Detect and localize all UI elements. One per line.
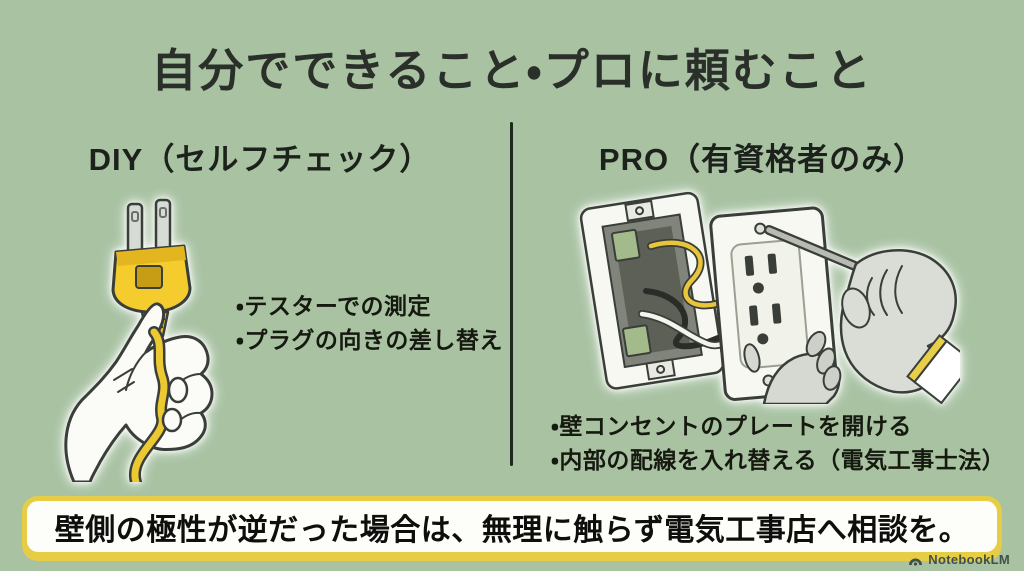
pro-checklist: ・壁コンセントのプレートを開ける ・内部の配線を入れ替える（電気工事士法） — [551, 409, 1005, 477]
list-item: ・壁コンセントのプレートを開ける — [551, 413, 912, 439]
diy-heading: DIY（セルフチェック） — [88, 142, 432, 177]
notebooklm-logo-icon — [909, 558, 923, 566]
warning-banner: 壁側の極性が逆だった場合は、無理に触らず電気工事店へ相談を。 — [22, 496, 1002, 557]
diy-checklist: ・テスターでの測定 ・プラグの向きの差し替え — [236, 289, 503, 357]
watermark-label: NotebookLM — [928, 552, 1010, 567]
pro-heading: PRO（有資格者のみ） — [598, 142, 926, 177]
outlet-repair-illustration-icon — [579, 191, 960, 404]
list-item: ・内部の配線を入れ替える（電気工事士法） — [551, 447, 1006, 473]
list-item: ・テスターでの測定 — [236, 293, 431, 319]
notebooklm-watermark: NotebookLM — [908, 552, 1010, 567]
hand-holding-plug-icon — [64, 198, 214, 482]
page-title: 自分でできること・プロに頼むこと — [151, 45, 873, 96]
warning-text: 壁側の極性が逆だった場合は、無理に触らず電気工事店へ相談を。 — [54, 513, 970, 547]
list-item: ・プラグの向きの差し替え — [236, 327, 503, 353]
column-divider — [510, 122, 513, 466]
